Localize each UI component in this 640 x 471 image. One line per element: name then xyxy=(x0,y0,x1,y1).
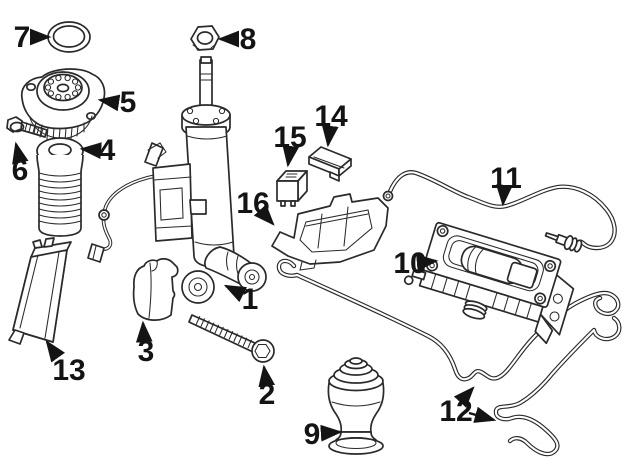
callout-15-label: 15 xyxy=(273,121,306,154)
part-hex-nut xyxy=(190,25,220,51)
callout-1-label: 1 xyxy=(242,283,259,316)
part-control-unit-small xyxy=(308,146,352,182)
callout-9-arrow xyxy=(320,424,343,442)
part-o-ring xyxy=(47,21,91,53)
part-air-line-11 xyxy=(382,172,615,248)
callout-13-label: 13 xyxy=(52,354,85,387)
callout-9-label: 9 xyxy=(304,418,321,451)
callout-12[interactable]: 12 xyxy=(439,386,497,428)
part-protective-cap xyxy=(132,258,179,321)
callout-14-arrow xyxy=(321,124,339,148)
part-sensor-cable xyxy=(87,174,157,263)
callout-4-label: 4 xyxy=(99,134,116,167)
callout-2[interactable]: 2 xyxy=(258,364,276,411)
callout-16[interactable]: 16 xyxy=(236,187,275,226)
part-relay xyxy=(276,170,308,207)
callout-14-label: 14 xyxy=(314,100,348,133)
callout-3[interactable]: 3 xyxy=(135,320,155,368)
callout-16-arrow xyxy=(253,204,275,226)
callout-7-label: 7 xyxy=(14,21,31,54)
callout-6[interactable]: 6 xyxy=(12,141,29,187)
part-hex-flange-bolt xyxy=(6,116,48,138)
callout-5-arrow xyxy=(97,94,121,112)
callout-7[interactable]: 7 xyxy=(14,21,52,54)
callout-15-arrow xyxy=(282,144,300,168)
callout-2-label: 2 xyxy=(259,378,276,411)
callout-8[interactable]: 8 xyxy=(217,23,257,56)
callout-2-arrow xyxy=(258,364,276,388)
callout-12-label: 12 xyxy=(439,395,472,428)
callout-3-label: 3 xyxy=(138,335,155,368)
part-bump-stop-dust-boot xyxy=(36,137,84,237)
callout-8-label: 8 xyxy=(240,23,257,56)
callout-6-arrow xyxy=(12,141,29,165)
callout-14[interactable]: 14 xyxy=(314,100,348,148)
callout-1[interactable]: 1 xyxy=(223,283,259,316)
air-line-fitting xyxy=(382,190,394,202)
callout-10-label: 10 xyxy=(393,247,426,280)
callout-4[interactable]: 4 xyxy=(79,134,116,167)
callout-4-arrow xyxy=(79,142,102,159)
part-shock-absorber xyxy=(144,56,267,304)
callout-10-arrow xyxy=(416,254,439,271)
part-control-module xyxy=(8,237,72,345)
callout-11-arrow xyxy=(495,184,513,207)
callout-12-arrow-2 xyxy=(468,406,497,423)
part-long-bolt xyxy=(188,314,275,363)
callout-3-arrow xyxy=(135,320,153,343)
callout-15[interactable]: 15 xyxy=(273,121,307,168)
part-mounting-bracket xyxy=(271,193,389,271)
part-air-spring xyxy=(327,357,385,455)
callout-5[interactable]: 5 xyxy=(97,86,137,119)
part-valve-stem xyxy=(544,232,583,253)
callout-11[interactable]: 11 xyxy=(490,162,522,207)
callout-11-label: 11 xyxy=(490,162,522,195)
part-air-compressor-unit xyxy=(403,221,575,345)
callout-13[interactable]: 13 xyxy=(45,340,86,387)
callout-16-label: 16 xyxy=(236,187,269,220)
callout-13-arrow xyxy=(45,340,65,363)
callout-9[interactable]: 9 xyxy=(304,418,343,451)
callout-6-label: 6 xyxy=(12,154,29,187)
callout-1-arrow xyxy=(223,284,247,303)
callout-10[interactable]: 10 xyxy=(393,247,439,280)
callout-5-label: 5 xyxy=(120,86,137,119)
callout-12-arrow-1 xyxy=(453,386,475,408)
